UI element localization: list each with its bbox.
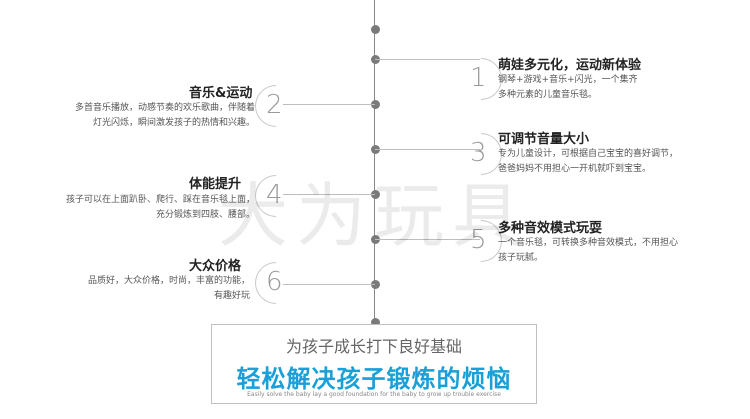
feature-number: 3 [470, 138, 487, 168]
timeline-dot [371, 190, 380, 199]
slogan-banner: 为孩子成长打下良好基础 轻松解决孩子锻炼的烦恼 Easily solve the… [211, 324, 537, 404]
timeline-axis [374, 0, 375, 330]
feature-desc: 专为儿童设计，可根据自己宝宝的喜好调节，爸爸妈妈不用担心一开机就吓到宝宝。 [498, 149, 679, 174]
feature-desc: 孩子可以在上面趴卧、爬行、踩在音乐毯上面，充分锻炼到四肢、腰部。 [65, 195, 255, 220]
feature-title: 大众价格 [189, 259, 242, 274]
feature-title: 音乐&运动 [189, 86, 253, 101]
feature-title: 多种音效模式玩耍 [498, 221, 603, 236]
banner-headline: 轻松解决孩子锻炼的烦恼 [236, 365, 512, 393]
feature-title: 可调节音量大小 [498, 132, 590, 147]
feature-number: 5 [470, 225, 487, 255]
connector-line [375, 149, 480, 150]
connector-line [283, 194, 375, 195]
feature-title: 萌娃多元化，运动新体验 [498, 58, 642, 73]
connector-line [283, 284, 375, 285]
banner-english: Easily solve the baby lay a good foundat… [247, 391, 501, 398]
timeline-dot [371, 318, 380, 327]
banner-subtitle: 为孩子成长打下良好基础 [285, 337, 462, 356]
feature-desc: 多首音乐播放，动感节奏的欢乐歌曲，伴随着灯光闪烁，瞬间激发孩子的热情和兴趣。 [74, 103, 255, 128]
feature-number: 4 [266, 180, 283, 210]
feature-number: 1 [470, 63, 487, 93]
connector-line [283, 104, 375, 105]
connector-line [375, 59, 480, 60]
feature-title: 体能提升 [189, 177, 242, 192]
connector-line [375, 239, 480, 240]
timeline-dot [371, 100, 380, 109]
feature-desc: 品质好，大众价格，时尚，丰富的功能，有趣好玩 [87, 276, 250, 301]
timeline-dot [371, 280, 380, 289]
feature-desc: 钢琴+游戏+音乐+闪光，一个集齐多种元素的儿童音乐毯。 [498, 75, 638, 100]
feature-number: 2 [266, 90, 283, 120]
feature-desc: 一个音乐毯，可转换多种音效模式，不用担心孩子玩腻。 [498, 238, 679, 263]
feature-number: 6 [266, 267, 283, 297]
timeline-dot [371, 25, 380, 34]
watermark: 大为玩具 [218, 175, 530, 257]
